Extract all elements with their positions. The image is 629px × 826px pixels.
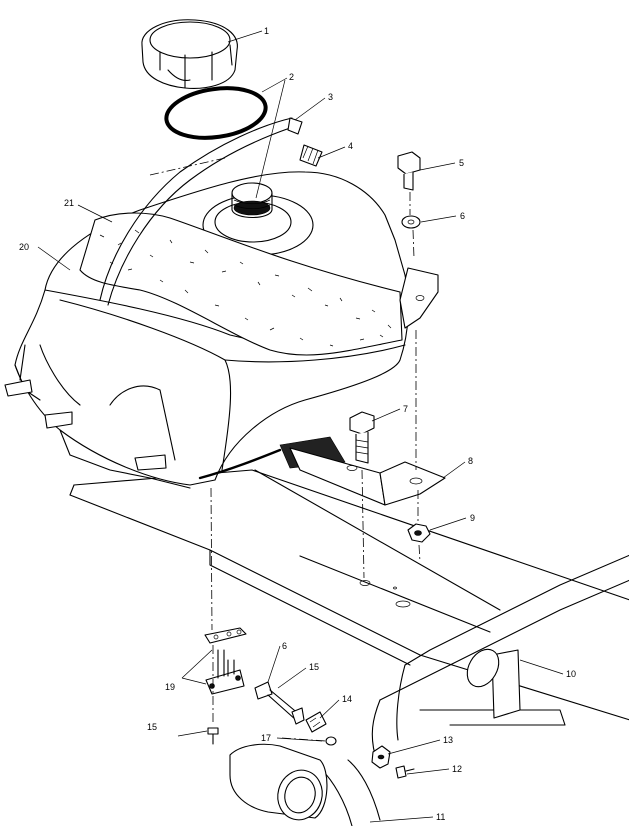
callout-4: 4 <box>348 141 353 151</box>
drain-screw <box>207 727 219 745</box>
callout-5: 5 <box>459 158 464 168</box>
fuel-valve-plate <box>204 627 247 644</box>
callout-12: 12 <box>452 764 462 774</box>
callout-14: 14 <box>342 694 352 704</box>
callout-1: 1 <box>264 26 269 36</box>
callout-6-upper: 6 <box>460 211 465 221</box>
filler-neck <box>231 182 273 219</box>
callout-20: 20 <box>19 242 29 252</box>
frame <box>69 469 629 826</box>
screw-small <box>395 765 415 779</box>
bolt-lower <box>349 411 375 464</box>
washer-upper <box>401 215 421 229</box>
grommet <box>325 736 337 746</box>
callout-8: 8 <box>468 456 473 466</box>
fuel-cap <box>141 19 238 89</box>
fuel-line-fitting <box>254 681 305 725</box>
callout-19: 19 <box>165 682 175 692</box>
callout-15-upper: 15 <box>309 662 319 672</box>
nut <box>407 523 431 543</box>
callout-17: 17 <box>261 733 271 743</box>
fuel-valve <box>205 649 245 695</box>
callout-labels: 1 2 3 4 5 6 7 8 9 10 11 12 13 14 15 6 15… <box>19 26 576 822</box>
callout-6-lower: 6 <box>282 641 287 651</box>
callout-13: 13 <box>443 735 453 745</box>
callout-2: 2 <box>289 72 294 82</box>
callout-3: 3 <box>328 92 333 102</box>
callout-15-lower: 15 <box>147 722 157 732</box>
fuel-tank <box>4 171 439 489</box>
fuel-filter-canister <box>229 743 328 821</box>
callout-21: 21 <box>64 198 74 208</box>
hose-clamp <box>371 745 391 769</box>
vent-hose <box>99 117 323 306</box>
bolt-upper <box>397 151 421 191</box>
callout-10: 10 <box>566 669 576 679</box>
callout-11: 11 <box>436 812 445 822</box>
fuel-cap-o-ring <box>164 86 268 140</box>
tank-mount-bracket <box>279 436 446 506</box>
leader-lines <box>37 30 564 823</box>
callout-7: 7 <box>403 404 408 414</box>
callout-9: 9 <box>470 513 475 523</box>
